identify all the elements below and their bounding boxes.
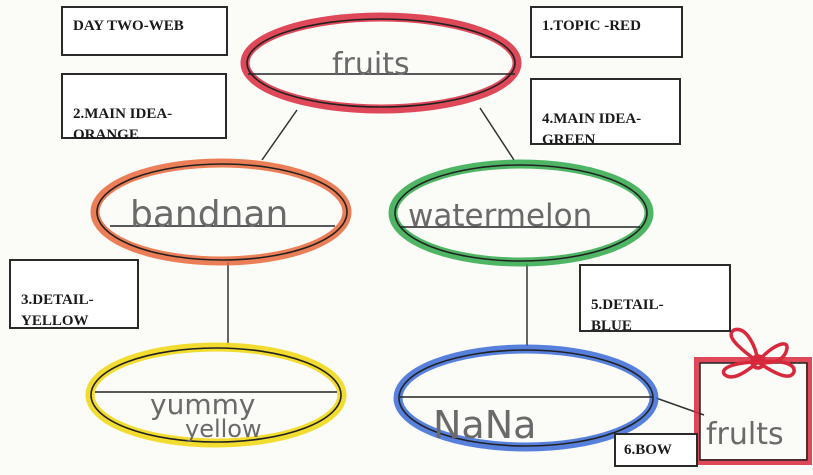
label-main-idea-2-text: 2.MAIN IDEA- ORANGE <box>73 106 173 143</box>
detail-left-text-2: yellow <box>185 415 262 443</box>
connector-topic-right <box>479 107 515 161</box>
detail-right-text: NaNa <box>433 403 536 447</box>
topic-node: fruits <box>240 12 522 114</box>
main-idea-right-text: watermelon <box>408 198 592 234</box>
bow-node-text: frults <box>706 417 784 452</box>
label-main-idea-orange: 2.MAIN IDEA- ORANGE <box>61 73 227 143</box>
bow-icon <box>721 327 796 379</box>
label-detail-5-text: 5.DETAIL- BLUE <box>591 297 664 334</box>
label-main-idea-green: 4.MAIN IDEA- GREEN <box>530 78 681 148</box>
detail-left-node: yummy yellow <box>85 342 347 448</box>
main-idea-left-node: bandnan <box>90 158 352 266</box>
label-main-idea-4-text: 4.MAIN IDEA- GREEN <box>542 111 642 148</box>
main-idea-right-node: watermelon <box>388 159 654 267</box>
label-detail-yellow: 3.DETAIL- YELLOW <box>9 259 139 329</box>
topic-node-text: fruits <box>332 47 410 82</box>
label-day-text: DAY TWO-WEB <box>73 18 184 34</box>
detail-right-node: NaNa <box>393 344 659 452</box>
label-detail-blue: 5.DETAIL- BLUE <box>579 264 731 334</box>
connector-topic-left <box>261 109 298 161</box>
label-topic-red: 1.TOPIC -RED <box>530 6 683 58</box>
detail-left-text: yummy <box>150 388 255 421</box>
main-idea-left-text: bandnan <box>130 194 288 235</box>
label-bow: 6.BOW <box>614 433 698 467</box>
label-topic-text: 1.TOPIC -RED <box>542 18 641 34</box>
bow-node: frults <box>694 327 812 465</box>
label-bow-text: 6.BOW <box>624 442 672 458</box>
label-day-two-web: DAY TWO-WEB <box>61 6 228 56</box>
label-detail-3-text: 3.DETAIL- YELLOW <box>21 292 94 329</box>
